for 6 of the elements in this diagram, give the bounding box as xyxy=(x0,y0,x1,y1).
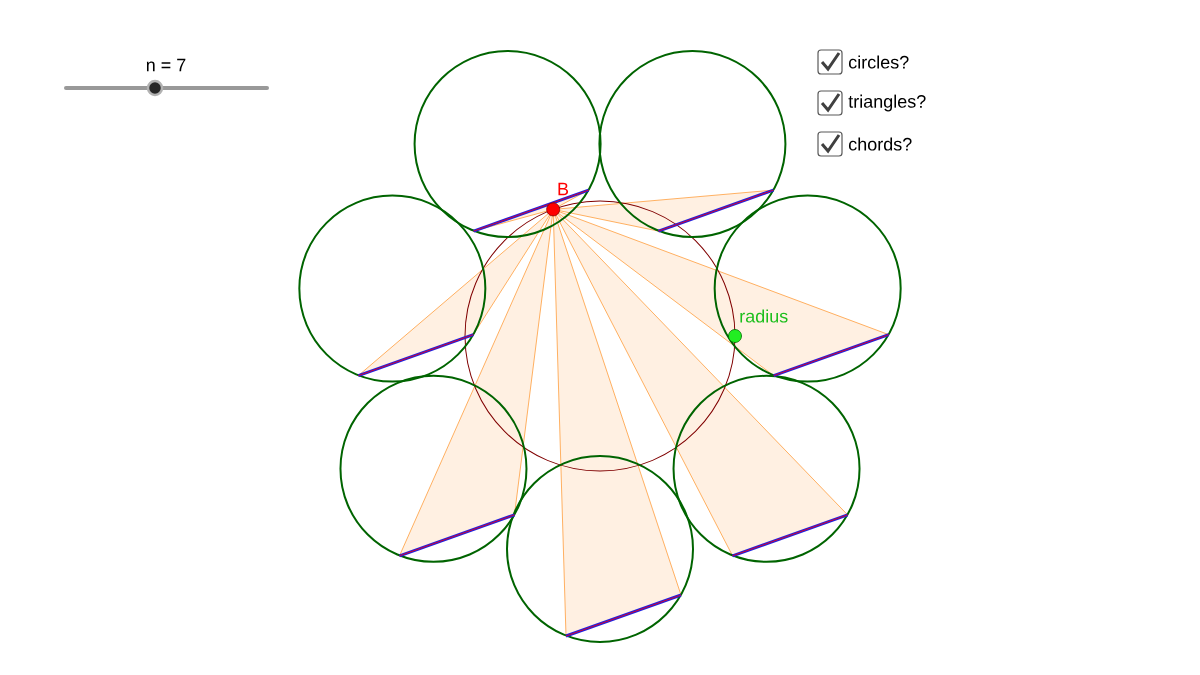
checkbox-label: triangles? xyxy=(848,94,926,112)
point-label: B xyxy=(558,182,569,196)
checkbox-label: chords? xyxy=(849,137,912,151)
checkbox-label: circles? xyxy=(849,55,909,69)
slider-label: n = 7 xyxy=(146,58,186,72)
point-label: radius xyxy=(740,309,788,323)
